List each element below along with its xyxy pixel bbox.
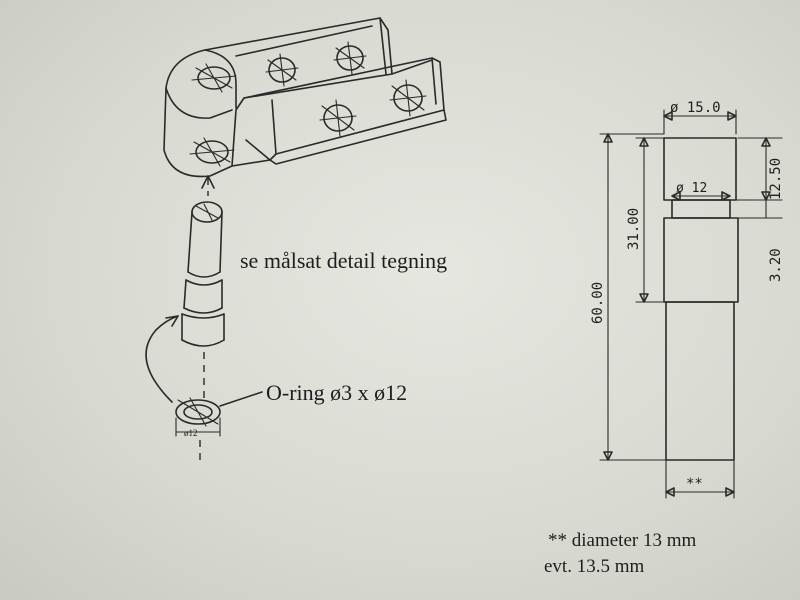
hinge-bracket (163, 17, 447, 178)
hole-icon (189, 137, 235, 167)
hole-icon (319, 99, 357, 137)
bracket-holes (189, 41, 427, 167)
groove-diameter-label: ø 12 (676, 181, 707, 196)
assembly-arrow (145, 315, 179, 403)
top-diameter-label: ø 15.0 (670, 100, 721, 116)
bottom-diameter-mark: ** (686, 476, 703, 492)
upper-length-label: 31.00 (626, 208, 642, 250)
top-height-label: 12.50 (768, 158, 784, 200)
footnote-line-2: evt. 13.5 mm (544, 556, 644, 577)
hole-icon (333, 41, 367, 75)
arrow-head-icon (165, 315, 179, 327)
groove-height-label: 3.20 (768, 248, 784, 282)
o-ring-note: O-ring ø3 x ø12 (266, 380, 407, 405)
detail-note: se målsat detail tegning (240, 248, 447, 273)
total-length-label: 60.00 (590, 282, 606, 324)
dimension-lines (599, 109, 783, 499)
o-ring (175, 391, 263, 437)
o-ring-diameter-label: ø12 (184, 428, 198, 438)
hole-icon (191, 63, 237, 93)
hole-icon (389, 79, 427, 117)
pin-assembly (181, 175, 225, 462)
o-ring-leader (219, 391, 263, 407)
hole-icon (265, 53, 299, 87)
pin-section-drawing (663, 137, 739, 461)
footnote-line-1: ** diameter 13 mm (548, 530, 696, 551)
